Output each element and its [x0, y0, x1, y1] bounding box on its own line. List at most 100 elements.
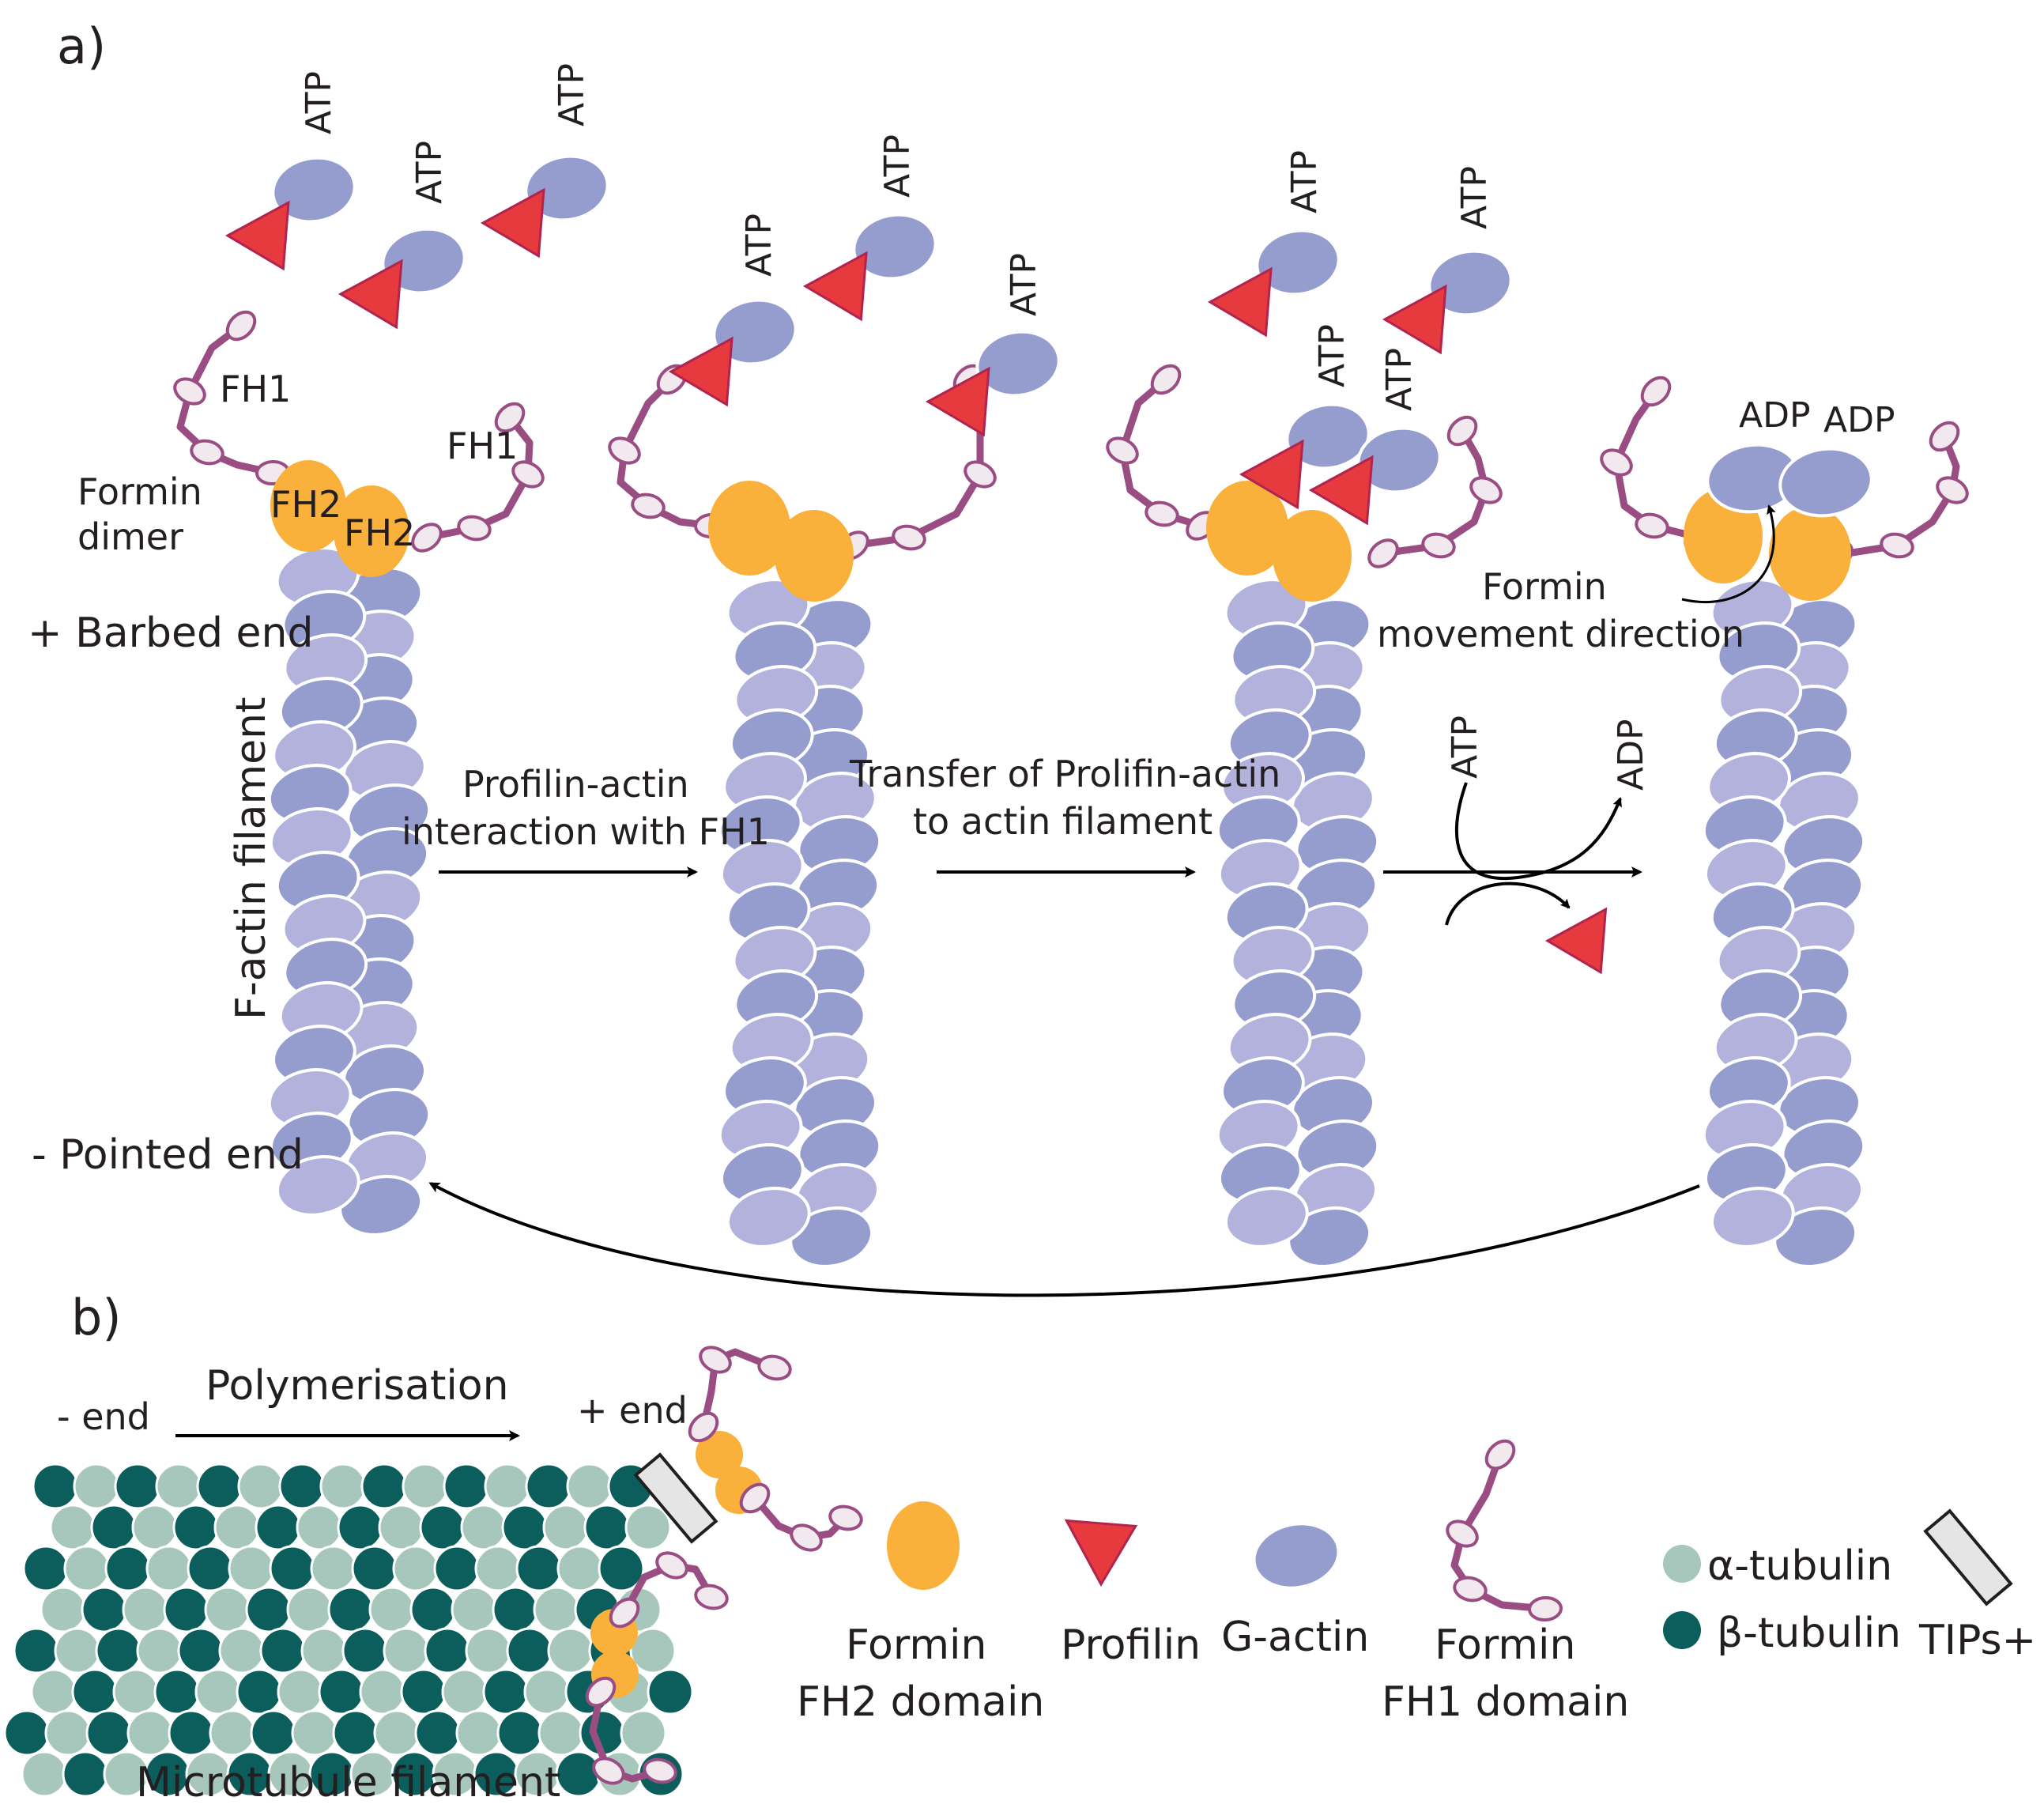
alpha-tubulin: [21, 1750, 68, 1798]
g-actin: [275, 1155, 360, 1217]
fh1-bead: [1640, 376, 1672, 407]
fh2-label: FH2: [270, 483, 341, 526]
beta-tubulin: [81, 1586, 128, 1633]
microtubule: [3, 1346, 863, 1798]
fh1-bead: [1421, 532, 1456, 559]
beta-tubulin: [153, 1668, 201, 1716]
atp-label: ATP: [1454, 166, 1495, 229]
alpha-tubulin: [126, 1709, 174, 1757]
beta-tubulin: [278, 1463, 326, 1510]
free-molecules: [224, 154, 1873, 975]
fh1-bead: [1145, 500, 1179, 527]
step1-label: interaction with FH1: [402, 810, 770, 853]
beta-tubulin: [163, 1586, 210, 1633]
fh1-bead: [585, 1676, 617, 1708]
atp-label: ATP: [1004, 253, 1044, 316]
legend-alpha-tubulin-icon: [1663, 1545, 1701, 1583]
beta-tubulin: [400, 1668, 447, 1716]
beta-tubulin: [409, 1586, 457, 1633]
beta-tubulin: [255, 1504, 302, 1551]
legend-tips-icon: [1923, 1508, 2013, 1606]
alpha-tubulin: [112, 1668, 160, 1716]
fh1-bead: [1880, 532, 1914, 559]
g-actin: [789, 1206, 874, 1268]
panel-b-label: b): [71, 1289, 122, 1346]
fh1-bead: [225, 310, 257, 342]
alpha-tubulin: [291, 1709, 338, 1757]
alpha-tubulin: [277, 1668, 324, 1716]
g-actin: [381, 227, 466, 295]
fh1-chain: [176, 322, 277, 477]
alpha-tubulin: [629, 1627, 677, 1674]
beta-tubulin: [419, 1504, 466, 1551]
fh1-bead: [631, 493, 666, 519]
legend-fh2-label: FH2 domain: [797, 1678, 1044, 1726]
alpha-tubulin: [359, 1668, 406, 1716]
beta-tubulin: [515, 1545, 563, 1592]
g-actin: [1224, 1187, 1309, 1248]
beta-tubulin: [236, 1668, 283, 1716]
beta-tubulin: [318, 1668, 365, 1716]
fh1-bead: [457, 515, 492, 542]
alpha-tubulin: [474, 1545, 522, 1592]
atp-label: ATP: [299, 71, 339, 134]
beta-tubulin: [647, 1668, 694, 1716]
alpha-tubulin: [136, 1627, 183, 1674]
alpha-tubulin: [460, 1504, 507, 1551]
alpha-tubulin: [537, 1709, 585, 1757]
fh1-label: FH1: [220, 368, 291, 410]
process-arrows: [428, 504, 1776, 1297]
alpha-tubulin: [441, 1668, 488, 1716]
fh1-bead: [688, 1411, 719, 1443]
fh2-domain: [270, 460, 346, 552]
f-actin-filament: [1216, 578, 1380, 1268]
beta-tubulin: [598, 1545, 645, 1592]
formin-movement-arrow: [1681, 504, 1776, 604]
legend-alpha-tubulin-label: α-tubulin: [1707, 1542, 1892, 1590]
beta-tubulin: [492, 1586, 539, 1633]
alpha-tubulin: [44, 1709, 92, 1757]
fh1-label: FH1: [447, 425, 518, 467]
beta-tubulin: [104, 1545, 152, 1592]
profilin: [1207, 266, 1273, 338]
barbed-end-label: + Barbed end: [28, 610, 314, 657]
fh1-bead: [694, 1584, 729, 1610]
atp-label: ATP: [552, 63, 592, 126]
beta-tubulin: [32, 1463, 79, 1510]
beta-tubulin: [482, 1668, 530, 1716]
fh1-bead: [411, 523, 443, 553]
alpha-tubulin: [542, 1504, 590, 1551]
fh2-domain: [887, 1501, 960, 1590]
g-actin: [1252, 1522, 1341, 1590]
legend-icons: [887, 1439, 2013, 1649]
alpha-tubulin: [286, 1586, 334, 1633]
beta-tubulin: [341, 1627, 389, 1674]
g-actin: [712, 298, 798, 366]
alpha-tubulin: [296, 1504, 343, 1551]
fh1-bead: [173, 377, 206, 406]
atp-label: ATP: [1284, 150, 1325, 213]
alpha-tubulin: [620, 1709, 667, 1757]
fh1-bead: [699, 1346, 732, 1374]
alpha-tubulin: [465, 1627, 512, 1674]
alpha-tubulin: [547, 1627, 594, 1674]
fh1-bead: [964, 460, 997, 489]
atp-label: ATP: [739, 213, 779, 277]
alpha-tubulin: [194, 1668, 242, 1716]
beta-tubulin: [3, 1709, 51, 1757]
alpha-tubulin: [368, 1586, 416, 1633]
alpha-tubulin: [319, 1463, 367, 1510]
beta-tubulin: [414, 1709, 462, 1757]
beta-tubulin: [583, 1504, 631, 1551]
fh1-bead: [757, 1354, 792, 1381]
f-actin-filament: [718, 578, 882, 1268]
fh1-bead: [892, 524, 926, 551]
g-actin: [338, 1175, 424, 1236]
beta-tubulin: [424, 1627, 471, 1674]
fh1-bead: [494, 402, 526, 433]
alpha-tubulin: [392, 1545, 439, 1592]
fh1-bead: [1484, 1439, 1516, 1470]
beta-tubulin: [332, 1709, 379, 1757]
fh1-chain: [1450, 1451, 1549, 1613]
g-actin: [524, 154, 609, 222]
